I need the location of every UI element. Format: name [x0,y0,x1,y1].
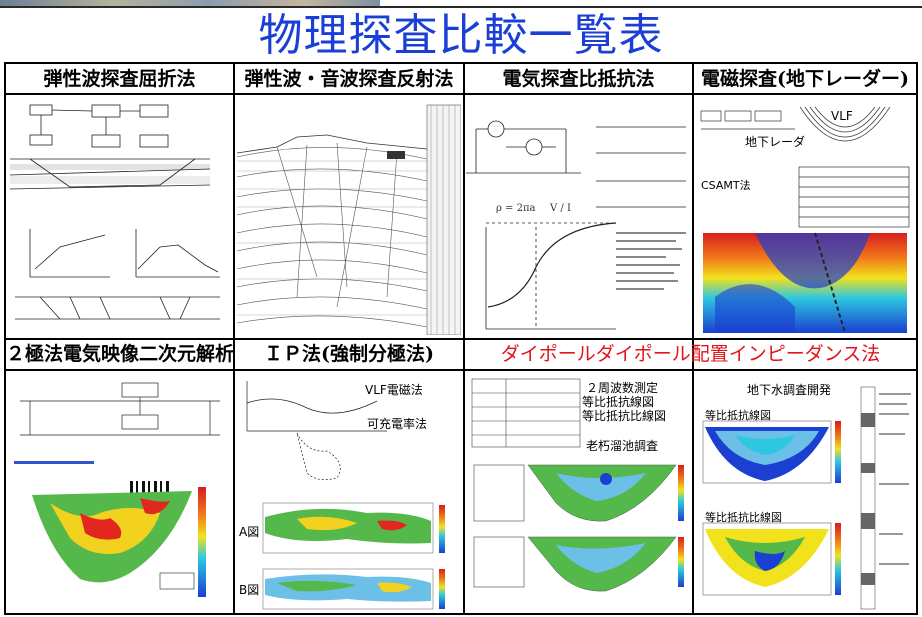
groundwater-diagram: 地下水調査開発 等比抵抗線図 等比抵抗比線図 [695,373,915,611]
dd-hihi1-label: 等比抵抗線図 [582,395,655,409]
gw-title-label: 地下水調査開発 [747,383,832,397]
two-pole-diagram [10,373,230,611]
top-decoration [0,0,922,8]
ip-vlf-label: VLF電磁法 [365,383,423,397]
header-refraction: 弾性波探査屈折法 [43,68,196,90]
header-photo-strip [0,0,380,6]
reflection-diagram [237,97,461,335]
header-two-pole: ２極法電気映像二次元解析 [6,343,233,365]
dd-hihi2-label: 等比抵抗比線図 [582,409,667,423]
ip-a-label: A図 [239,525,260,539]
row1-header-rule [6,93,916,95]
resistivity-diagram: ρ = 2πa V / I [466,97,690,335]
ip-diagram: VLF電磁法 可充電率法 A図 B図 [237,373,461,611]
header-rule [0,6,922,8]
header-resistivity: 電気探査比抵抗法 [502,68,655,90]
svg-text:ρ = 2πa: ρ = 2πa [496,203,536,214]
dd-chosa-label: 老朽溜池調査 [586,439,659,453]
row-divider [6,338,916,340]
dipole-diagram: ２周波数測定 等比抵抗線図 等比抵抗比線図 老朽溜池調査 [466,373,692,611]
gw-hihi1-label: 等比抵抗線図 [705,409,771,422]
radar-csamt-label: CSAMT法 [701,179,751,192]
gw-hihi2-label: 等比抵抗比線図 [705,511,782,524]
ip-b-label: B図 [239,583,260,597]
dd-shuha-label: ２周波数測定 [586,381,659,395]
radar-diagram: VLF 地下レーダ CSAMT法 [695,97,915,335]
row2-header-rule [6,369,916,371]
header-dipole: ダイポールダイポール配置インピーダンス法 [500,343,881,365]
refraction-diagram [10,97,230,335]
header-radar: 電磁探査(地下レーダー) [701,68,909,90]
radar-chika-label: 地下レーダ [745,135,806,149]
page-title: 物理探査比較一覧表 [258,10,664,61]
ip-kaju-label: 可充電率法 [367,417,428,431]
radar-vlf-label: VLF [831,109,853,123]
header-reflection: 弾性波・音波探査反射法 [244,68,454,90]
header-ip: ＩＰ法(強制分極法) [264,343,434,365]
comparison-table: 弾性波探査屈折法 弾性波・音波探査反射法 電気探査比抵抗法 電磁探査(地下レーダ… [4,62,918,615]
svg-text:V / I: V / I [549,203,571,214]
